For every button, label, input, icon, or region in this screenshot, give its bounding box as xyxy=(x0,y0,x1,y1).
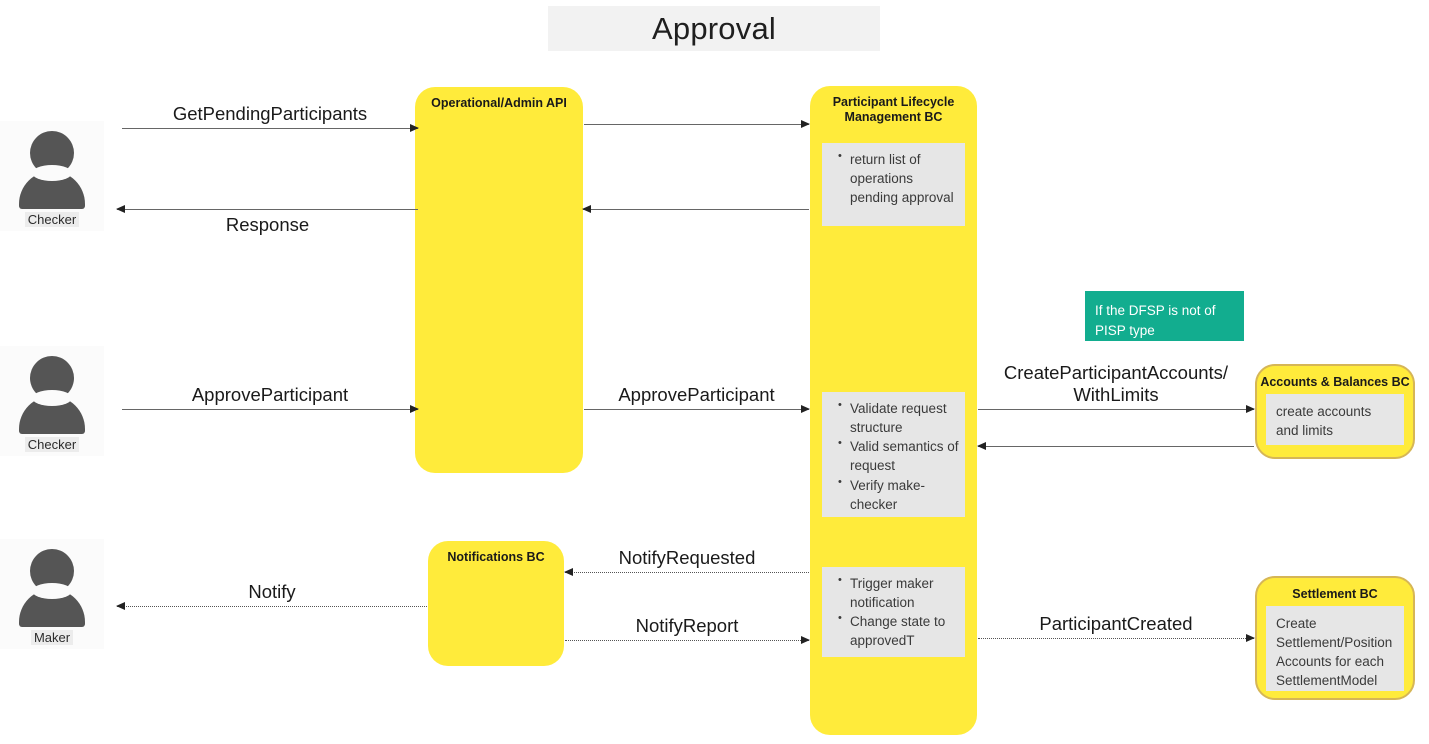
actor-checker-top: Checker xyxy=(0,121,104,231)
arrow-line xyxy=(122,409,418,410)
arrow-head-left xyxy=(116,601,125,610)
note-list: Validate request structure Valid semanti… xyxy=(822,398,961,514)
message-label: Response xyxy=(225,214,310,235)
person-icon xyxy=(16,131,88,209)
arrow-head-right xyxy=(1246,633,1255,642)
note-notify-actions: Trigger maker notification Change state … xyxy=(822,567,965,657)
actor-label: Maker xyxy=(30,630,74,645)
arrow-line xyxy=(583,209,809,210)
note-condition-dfsp: If the DFSP is not of PISP type xyxy=(1085,291,1244,341)
note-list: Trigger maker notification Change state … xyxy=(822,573,961,651)
message-response: Response xyxy=(116,204,418,235)
note-accounts: create accounts and limits xyxy=(1266,394,1404,445)
actor-label: Checker xyxy=(24,437,80,452)
message-approve-participant-1: ApproveParticipant xyxy=(122,384,419,413)
arrow-head-left xyxy=(116,204,125,213)
message-get-pending-participants: GetPendingParticipants xyxy=(122,103,419,132)
message-label: NotifyReport xyxy=(635,614,739,636)
actor-checker-middle: Checker xyxy=(0,346,104,456)
arrow-line xyxy=(117,606,427,607)
message-participant-created: ParticipantCreated xyxy=(978,613,1255,642)
note-list-item: Verify make-checker xyxy=(838,475,961,514)
arrow-line xyxy=(978,409,1254,410)
message-label: CreateParticipantAccounts/ WithLimits xyxy=(1003,362,1229,405)
arrow-line xyxy=(978,446,1254,447)
component-title: Accounts & Balances BC xyxy=(1260,375,1410,389)
message-response-return xyxy=(582,204,809,213)
message-get-pending-forward xyxy=(584,119,810,128)
page-title-text: Approval xyxy=(652,10,776,46)
note-settlement: Create Settlement/Position Accounts for … xyxy=(1266,606,1404,691)
person-icon xyxy=(16,356,88,434)
message-notify: Notify xyxy=(116,581,427,610)
note-list-item: Change state to approvedT xyxy=(838,611,961,650)
arrow-head-right xyxy=(801,404,810,413)
note-validate: Validate request structure Valid semanti… xyxy=(822,392,965,517)
note-list-item: return list of operations pending approv… xyxy=(838,149,961,207)
note-pending-list: return list of operations pending approv… xyxy=(822,143,965,226)
arrow-head-left xyxy=(564,567,573,576)
arrow-line xyxy=(122,128,418,129)
component-title: Notifications BC xyxy=(447,550,545,564)
component-title: Settlement BC xyxy=(1292,587,1378,601)
message-approve-participant-2: ApproveParticipant xyxy=(584,384,810,413)
page-title: Approval xyxy=(548,6,880,51)
arrow-head-right xyxy=(801,119,810,128)
arrow-line xyxy=(117,209,418,210)
arrow-line xyxy=(565,572,809,573)
message-label: NotifyRequested xyxy=(618,546,756,568)
message-label: ApproveParticipant xyxy=(191,383,349,405)
arrow-head-left xyxy=(582,204,591,213)
arrow-head-right xyxy=(410,404,419,413)
message-label: ApproveParticipant xyxy=(618,383,775,405)
actor-maker: Maker xyxy=(0,539,104,649)
note-list-item: Valid semantics of request xyxy=(838,436,961,475)
note-list-item: Trigger maker notification xyxy=(838,573,961,612)
component-operational-admin-api[interactable]: Operational/Admin API xyxy=(415,87,583,473)
message-create-participant-accounts: CreateParticipantAccounts/ WithLimits xyxy=(978,362,1255,413)
person-icon xyxy=(16,549,88,627)
message-label: GetPendingParticipants xyxy=(172,102,368,124)
note-list: return list of operations pending approv… xyxy=(822,149,961,207)
message-label: ParticipantCreated xyxy=(1039,612,1193,634)
actor-label: Checker xyxy=(24,212,80,227)
component-notifications-bc[interactable]: Notifications BC xyxy=(428,541,564,666)
arrow-head-right xyxy=(410,123,419,132)
note-list-item: Validate request structure xyxy=(838,398,961,437)
arrow-head-right xyxy=(801,635,810,644)
message-notify-report: NotifyReport xyxy=(565,615,810,644)
component-title: Operational/Admin API xyxy=(431,96,567,110)
arrow-line xyxy=(565,640,809,641)
arrow-head-right xyxy=(1246,404,1255,413)
component-title: Participant Lifecycle Management BC xyxy=(832,95,955,124)
message-label: Notify xyxy=(248,580,296,602)
arrow-head-left xyxy=(977,441,986,450)
arrow-line xyxy=(584,124,809,125)
message-accounts-return xyxy=(977,441,1254,450)
arrow-line xyxy=(978,638,1254,639)
message-notify-requested: NotifyRequested xyxy=(564,547,809,576)
arrow-line xyxy=(584,409,809,410)
